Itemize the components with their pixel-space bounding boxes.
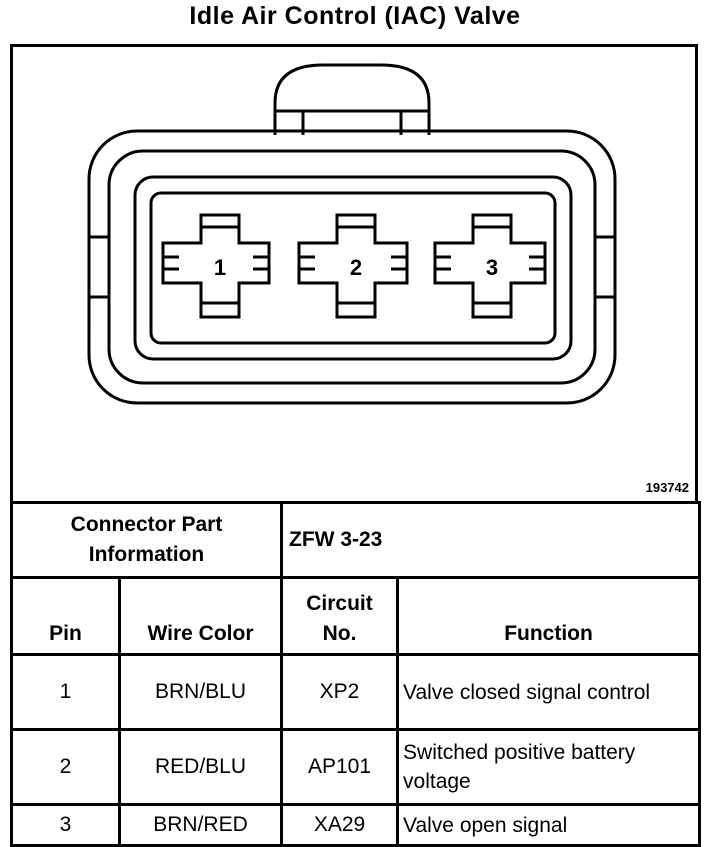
row-circuit: XP2 <box>280 653 400 731</box>
row-pin: 3 <box>10 803 121 847</box>
pin-2-label: 2 <box>350 255 362 280</box>
col-pin-header: Pin <box>10 576 121 656</box>
row-circuit: AP101 <box>280 728 400 806</box>
row-pin: 1 <box>10 653 121 731</box>
column-header-row: Pin Wire Color Circuit No. Function <box>10 576 702 656</box>
circuit-header-line2: No. <box>322 622 357 645</box>
terminal-cavity-outer <box>133 175 573 361</box>
figure-id: 193742 <box>645 480 689 495</box>
circuit-header-line1: Circuit <box>306 592 373 615</box>
connector-diagram: 1 2 3 193742 <box>10 44 698 504</box>
col-circuit-header: Circuit No. <box>280 576 400 656</box>
row-function: Valve closed signal control <box>396 653 702 731</box>
side-key-right <box>593 235 615 299</box>
row-function: Switched positive battery voltage <box>396 728 702 806</box>
table-row: 2 RED/BLU AP101 Switched positive batter… <box>10 728 702 806</box>
terminal-cavity-inner <box>149 191 557 345</box>
connector-part-value: ZFW 3-23 <box>280 501 702 579</box>
pin-3-terminal <box>433 213 547 319</box>
table-row: 3 BRN/RED XA29 Valve open signal <box>10 803 702 847</box>
pin-1-label: 1 <box>214 255 226 280</box>
connector-info-table: Connector Part Information ZFW 3-23 Pin … <box>9 501 702 847</box>
row-wire-color: BRN/BLU <box>117 653 284 731</box>
pin-2-terminal <box>297 213 409 319</box>
row-pin: 2 <box>10 728 121 806</box>
table-row: 1 BRN/BLU XP2 Valve closed signal contro… <box>10 653 702 731</box>
row-wire-color: BRN/RED <box>117 803 284 847</box>
page-title: Idle Air Control (IAC) Valve <box>189 2 521 30</box>
latch-tab <box>273 63 431 135</box>
row-wire-color: RED/BLU <box>117 728 284 806</box>
connector-outer-shell <box>87 129 617 405</box>
connector-part-row: Connector Part Information ZFW 3-23 <box>9 501 702 579</box>
row-function: Valve open signal <box>396 803 702 847</box>
connector-part-label: Connector Part Information <box>9 501 284 579</box>
col-function-header: Function <box>396 576 702 656</box>
col-wire-color-header: Wire Color <box>117 576 284 656</box>
row-circuit: XA29 <box>280 803 400 847</box>
connector-face-drawing: 1 2 3 <box>87 63 617 405</box>
pin-1-terminal <box>161 213 271 319</box>
side-key-left <box>89 235 111 299</box>
pin-3-label: 3 <box>486 255 498 280</box>
connector-part-label-text: Connector Part Information <box>70 513 223 566</box>
